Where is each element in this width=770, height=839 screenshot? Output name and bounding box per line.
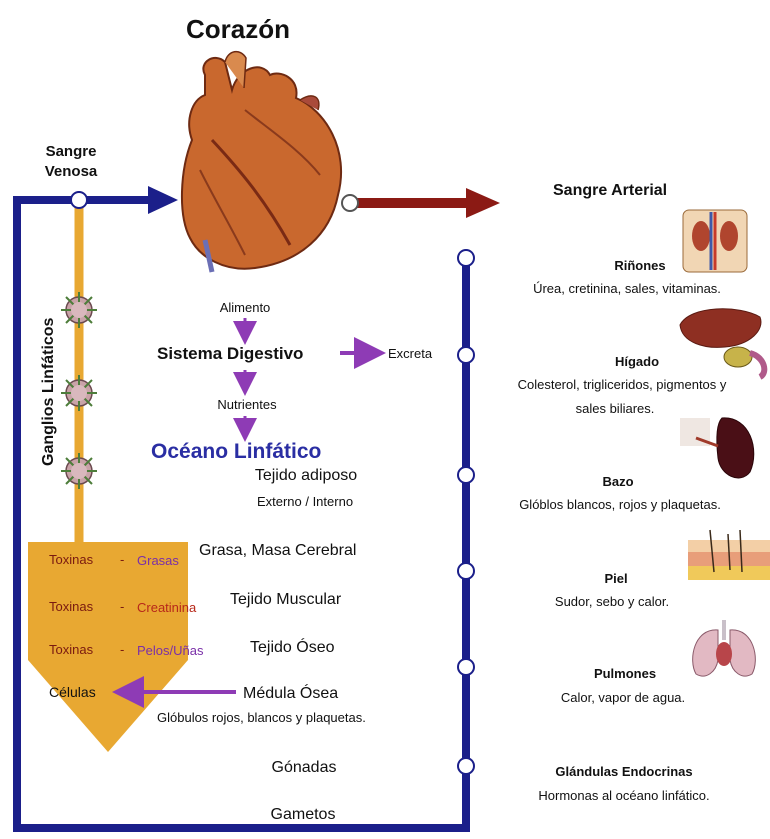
muscle-tissue-label: Tejido Muscular xyxy=(230,591,341,609)
organ-desc-lungs: Calor, vapor de agua. xyxy=(561,690,685,705)
organ-name-endocrine: Glándulas Endocrinas xyxy=(555,764,692,779)
organ-desc-liver-2: sales biliares. xyxy=(576,401,655,416)
cells-label: Células xyxy=(49,684,96,700)
skin-icon xyxy=(688,530,770,580)
toxins-dash-1: - xyxy=(120,552,124,567)
toxins-pelos: Pelos/Uñas xyxy=(137,643,203,658)
organ-desc-endocrine: Hormonas al océano linfático. xyxy=(538,788,709,803)
toxins-label-2: Toxinas xyxy=(49,599,93,614)
gonads-label: Gónadas xyxy=(272,759,337,777)
ganglion-icon-2 xyxy=(61,375,97,411)
spleen-icon xyxy=(680,418,754,478)
ganglion-icon-1 xyxy=(61,292,97,328)
venous-arrowhead xyxy=(148,186,178,214)
venous-node xyxy=(71,192,87,208)
heart-icon xyxy=(182,52,341,272)
adipose-tissue-label: Tejido adiposo xyxy=(255,467,357,485)
organ-name-kidneys: Riñones xyxy=(614,258,665,273)
digestive-system-label: Sistema Digestivo xyxy=(157,344,303,364)
arterial-arrowhead xyxy=(466,188,500,218)
organ-name-skin: Piel xyxy=(604,571,627,586)
venous-blood-label: Sangre Venosa xyxy=(45,142,98,182)
gametes-label: Gametos xyxy=(271,806,336,824)
toxins-grasas: Grasas xyxy=(137,553,179,568)
organ-name-lungs: Pulmones xyxy=(594,666,656,681)
liver-icon xyxy=(680,309,764,377)
ganglion-icon-3 xyxy=(61,453,97,489)
organ-desc-liver: Colesterol, trigliceridos, pigmentos y xyxy=(518,377,727,392)
toxins-dash-2: - xyxy=(120,599,124,614)
arterial-blood-label: Sangre Arterial xyxy=(553,182,667,200)
arterial-node xyxy=(342,195,358,211)
external-internal-label: Externo / Interno xyxy=(257,494,353,509)
bone-marrow-label: Médula Ósea xyxy=(243,685,338,703)
toxins-label-1: Toxinas xyxy=(49,552,93,567)
kidney-icon xyxy=(683,210,747,272)
nutrients-label: Nutrientes xyxy=(217,397,276,412)
page-title: Corazón xyxy=(186,14,290,45)
organ-name-spleen: Bazo xyxy=(602,474,633,489)
blood-cells-label: Glóbulos rojos, blancos y plaquetas. xyxy=(157,710,366,725)
organ-desc-skin: Sudor, sebo y calor. xyxy=(555,594,669,609)
organ-name-liver: Hígado xyxy=(615,354,659,369)
toxins-creatinina: Creatinina xyxy=(137,600,196,615)
food-label: Alimento xyxy=(220,300,271,315)
toxins-label-3: Toxinas xyxy=(49,642,93,657)
bone-tissue-label: Tejido Óseo xyxy=(250,639,335,657)
excreta-label: Excreta xyxy=(388,346,432,361)
venous-loop xyxy=(17,200,466,828)
toxins-dash-3: - xyxy=(120,642,124,657)
organ-desc-spleen: Glóblos blancos, rojos y plaquetas. xyxy=(519,497,721,512)
lymph-ocean-label: Océano Linfático xyxy=(151,440,321,464)
lungs-icon xyxy=(693,620,756,676)
organ-desc-kidneys: Úrea, cretinina, sales, vitaminas. xyxy=(533,281,721,296)
fat-brain-label: Grasa, Masa Cerebral xyxy=(199,542,356,560)
ganglia-label: Ganglios Linfáticos xyxy=(40,318,58,466)
